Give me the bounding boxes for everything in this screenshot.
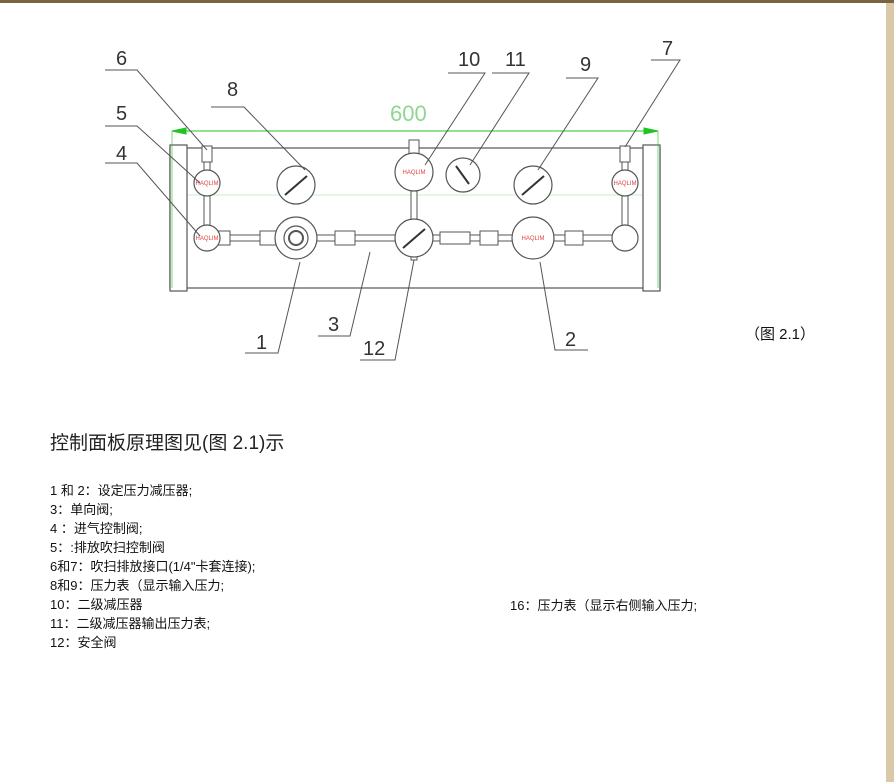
brand-marking: HAQLIM HAQLIM HAQLIM HAQLIM HAQLIM [195,170,636,242]
valve-5 [193,169,221,197]
label-9: 9 [580,54,591,76]
dimension-value: 600 [390,101,427,126]
list-item: 1 和 2：设定压力减压器; [50,483,193,498]
regulator-2 [511,216,555,260]
list-item: 5：:排放吹扫控制阀 [50,540,165,555]
list-item-16: 16：压力表（显示右侧输入压力; [510,598,698,613]
label-8: 8 [227,79,238,101]
label-4: 4 [116,143,127,165]
svg-text:HAQLIM: HAQLIM [402,170,425,176]
valve-4 [193,224,221,252]
panel-right-cap [642,144,661,292]
label-2: 2 [565,329,576,351]
list-item: 3：单向阀; [50,502,113,517]
list-item: 10：二级减压器 [50,597,143,612]
svg-text:HAQLIM: HAQLIM [613,181,636,187]
label-3: 3 [328,314,339,336]
figure-caption: （图 2.1） [745,326,816,343]
top-border [0,0,894,3]
leader-lines [105,59,681,361]
label-12: 12 [363,338,385,360]
list-item: 4 ：进气控制阀; [50,521,143,536]
label-6: 6 [116,48,127,70]
label-5: 5 [116,103,127,125]
list-item: 6和7：吹扫排放接口(1/4"卡套连接); [50,559,256,574]
component-list: 1 和 2：设定压力减压器; 3：单向阀; 4 ：进气控制阀; 5：:排放吹扫控… [50,481,255,652]
list-item: 8和9：压力表（显示输入压力; [50,578,225,593]
svg-text:HAQLIM: HAQLIM [195,236,218,242]
control-panel-diagram: 600 HAQLIM HAQLIM HAQLIM HAQLIM HAQLIM [105,38,681,361]
right-border [886,3,894,782]
list-item: 12：安全阀 [50,635,117,650]
label-7: 7 [662,38,673,60]
svg-text:HAQLIM: HAQLIM [521,236,544,242]
panel-left-cap [169,144,188,292]
valve-right-lower [611,224,639,252]
label-11: 11 [505,49,526,71]
list-item: 11：二级减压器输出压力表; [50,616,211,631]
label-10: 10 [458,49,480,71]
regulator-10 [394,152,434,192]
label-1: 1 [256,332,267,354]
valve-7-upper [611,169,639,197]
svg-text:HAQLIM: HAQLIM [195,181,218,187]
section-title: 控制面板原理图见(图 2.1)示 [50,433,285,454]
